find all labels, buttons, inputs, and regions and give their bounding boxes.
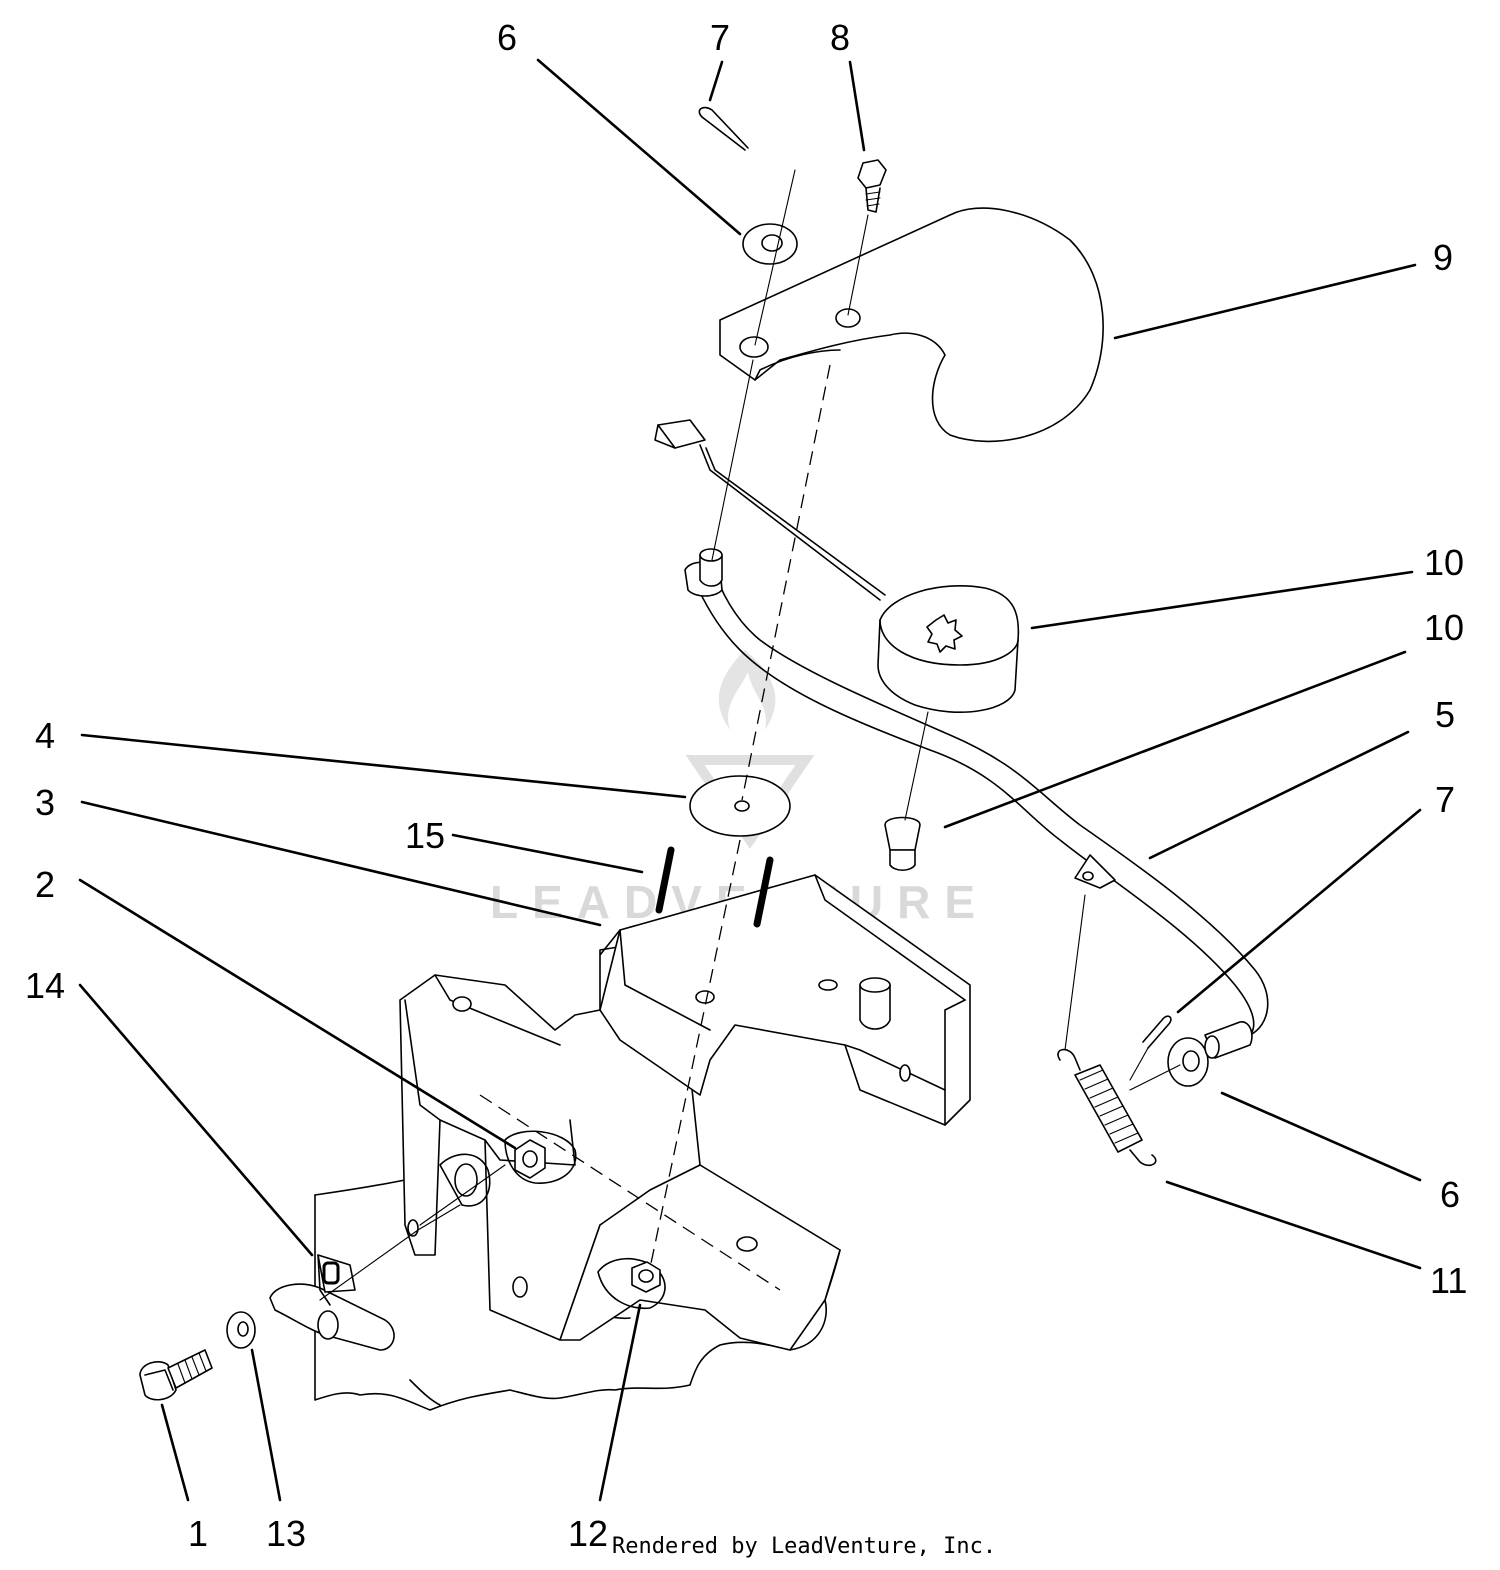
explode-lines <box>319 169 1181 1301</box>
cotter-pin-right <box>1142 1015 1172 1049</box>
hex-bolt <box>139 1349 213 1401</box>
callout-12: 12 <box>568 1513 608 1554</box>
callout-5: 5 <box>1435 694 1455 735</box>
callout-8: 8 <box>830 17 850 58</box>
roll-pins <box>655 846 774 928</box>
callout-14: 14 <box>25 965 65 1006</box>
callout-11: 11 <box>1430 1260 1467 1301</box>
switch-bracket <box>599 874 971 1126</box>
callout-10-upper: 10 <box>1424 542 1464 583</box>
switch-grommet <box>884 816 921 872</box>
callout-10-lower: 10 <box>1424 607 1464 648</box>
callout-numbers: 6 7 8 9 10 10 5 7 6 11 4 3 15 2 14 1 13 … <box>25 17 1467 1554</box>
wire-connector <box>654 419 886 601</box>
seat-switch <box>877 585 1020 713</box>
callout-4: 4 <box>35 715 55 756</box>
leader-lines <box>78 58 1422 1502</box>
callout-9: 9 <box>1433 237 1453 278</box>
callout-13: 13 <box>266 1513 306 1554</box>
bracket-hole <box>452 996 472 1012</box>
lock-washer <box>226 1311 256 1349</box>
callout-6-top: 6 <box>497 17 517 58</box>
callout-7-right: 7 <box>1435 779 1455 820</box>
washer-4 <box>689 775 791 837</box>
callout-1: 1 <box>188 1513 208 1554</box>
cam-plate <box>719 207 1104 443</box>
callout-3: 3 <box>35 782 55 823</box>
bracket-slot <box>512 1276 528 1298</box>
hex-nut-12 <box>631 1261 661 1293</box>
extension-spring <box>1057 1048 1157 1167</box>
linkage-rod <box>684 548 1269 1041</box>
callout-7-top: 7 <box>710 17 730 58</box>
render-credit: Rendered by LeadVenture, Inc. <box>612 1534 996 1559</box>
hex-nut-2 <box>504 1130 577 1184</box>
callout-15: 15 <box>405 815 445 856</box>
lower-plate <box>479 1094 841 1351</box>
washer-top <box>742 223 798 265</box>
screw-top <box>857 159 887 213</box>
cable-clamp <box>269 1254 395 1351</box>
callout-2: 2 <box>35 864 55 905</box>
cotter-pin-top <box>698 106 749 151</box>
callout-6-right: 6 <box>1440 1174 1460 1215</box>
washer-right <box>1167 1021 1253 1087</box>
